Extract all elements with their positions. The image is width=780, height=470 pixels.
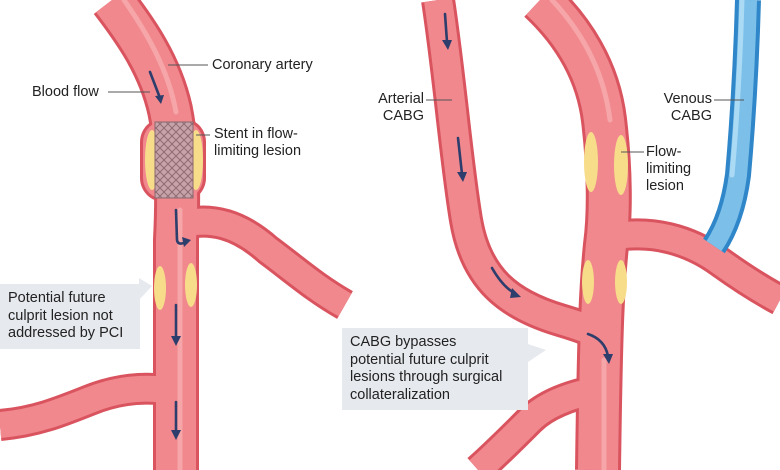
flow-arrow-icon xyxy=(443,12,449,44)
flow-arrowhead-icon xyxy=(171,336,181,346)
flow-arrowhead-icon xyxy=(171,430,181,440)
left-right-branch xyxy=(172,208,352,317)
right-flow-lesion-right xyxy=(614,135,628,195)
cabg-callout: CABG bypasses potential future culprit l… xyxy=(342,328,528,410)
stent-mesh xyxy=(155,122,193,198)
right-lower-branch xyxy=(469,377,601,470)
arterial-graft xyxy=(424,0,607,347)
right-leader-lines xyxy=(426,99,744,153)
left-lower-branch xyxy=(0,375,179,438)
future-lesion-plaque-right xyxy=(185,263,197,307)
future-lesion-plaque-left xyxy=(154,266,166,310)
right-future-lesion-right xyxy=(615,260,627,304)
flow-arrowhead-icon xyxy=(457,172,467,182)
right-vessel-tree xyxy=(421,0,780,470)
right-native-artery-highlight xyxy=(549,0,613,470)
venous-graft xyxy=(702,0,761,254)
flow-lesion-label: Flow- limiting lesion xyxy=(646,144,692,194)
right-future-lesion-left xyxy=(582,260,594,304)
pci-callout-pointer xyxy=(139,278,152,300)
left-flow-arrows xyxy=(148,70,191,440)
venous-cabg-label: Venous CABG xyxy=(663,91,712,124)
stent-label: Stent in flow- limiting lesion xyxy=(214,126,302,159)
pci-callout: Potential future culprit lesion not addr… xyxy=(0,284,140,349)
left-leader-lines xyxy=(108,64,210,136)
blood-flow-label: Blood flow xyxy=(32,84,99,100)
coronary-artery-label: Coronary artery xyxy=(212,57,313,73)
left-main-artery-highlight xyxy=(121,0,183,470)
flow-arrowhead-icon xyxy=(603,354,613,364)
flow-arrow-icon xyxy=(456,136,464,176)
flow-arrowhead-icon xyxy=(155,95,164,104)
flow-arrowhead-icon xyxy=(510,288,521,298)
venous-graft-fill xyxy=(706,0,757,251)
right-native-artery xyxy=(526,0,629,470)
flow-arrow-icon xyxy=(148,70,162,100)
flow-arrow-icon xyxy=(586,332,610,358)
right-flow-lesion-left xyxy=(584,132,598,192)
flow-arrowhead-icon xyxy=(182,237,191,247)
right-flow-arrows xyxy=(442,12,613,364)
flow-arrowhead-icon xyxy=(442,40,452,50)
arterial-cabg-label: Arterial CABG xyxy=(378,91,424,124)
cabg-callout-pointer xyxy=(528,344,546,362)
venous-graft-highlight xyxy=(729,0,745,178)
right-native-branch xyxy=(603,221,780,312)
